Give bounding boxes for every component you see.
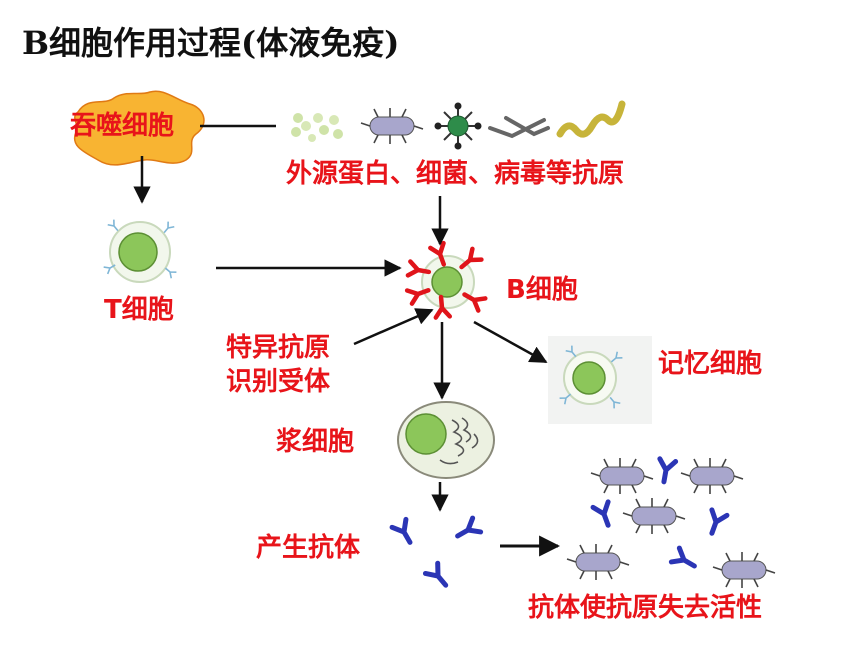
phagocyte-blob-icon <box>73 90 205 166</box>
label-receptor-line1: 特异抗原 <box>226 333 331 363</box>
rod-bacteria-icon <box>488 116 550 139</box>
label-receptor-line2: 识别受体 <box>226 367 331 397</box>
b-cell-icon <box>407 243 485 317</box>
label-plasma-cell: 浆细胞 <box>276 427 355 457</box>
virus-icon <box>434 102 482 150</box>
label-t-cell: T细胞 <box>104 295 174 325</box>
arrow-receptor-pointer <box>353 308 434 346</box>
memory-cell-icon <box>548 336 652 424</box>
label-inactivate: 抗体使抗原失去活性 <box>528 593 763 623</box>
label-antigens: 外源蛋白、细菌、病毒等抗原 <box>286 159 625 189</box>
plasma-cell-icon <box>397 401 495 479</box>
spirochete-icon <box>556 100 626 138</box>
label-produce-antibody: 产生抗体 <box>256 533 361 563</box>
protein-dots-icon <box>291 113 343 142</box>
t-cell-icon <box>102 218 178 283</box>
bacterium-icon <box>360 107 424 145</box>
arrow-b-cell-to-memory <box>473 320 548 364</box>
antibody-y-icon <box>392 518 481 590</box>
label-phagocyte: 吞噬细胞 <box>70 111 175 141</box>
label-memory-cell: 记忆细胞 <box>658 349 763 379</box>
label-b-cell: B细胞 <box>506 275 578 305</box>
page-title: B细胞作用过程(体液免疫) <box>22 24 400 62</box>
plasma-organelles-icon <box>439 417 479 465</box>
bacteria-antibody-cluster-icon <box>566 458 776 589</box>
